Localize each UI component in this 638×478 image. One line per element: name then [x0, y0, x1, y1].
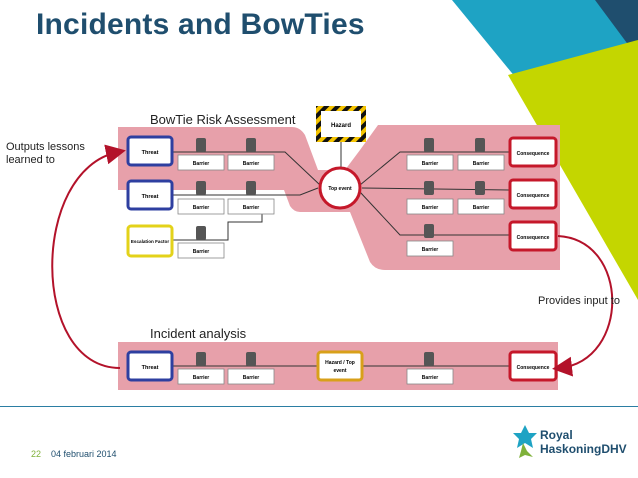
bowtie-lines — [172, 151, 511, 241]
input-arrow — [552, 235, 614, 377]
consequence-label: Consequence — [517, 235, 550, 241]
barrier-box — [406, 154, 454, 171]
barrier-box — [406, 368, 454, 385]
incident-heading: Incident analysis — [150, 326, 247, 341]
escalation-factor-box: Escalation Factor — [126, 224, 174, 258]
barrier-box — [227, 154, 275, 171]
barrier-mark — [246, 138, 256, 152]
outputs-lessons-text-2: learned to — [6, 154, 55, 166]
logo-text-company: HaskoningDHV — [540, 442, 627, 456]
logo-mark-icon — [513, 425, 537, 458]
threat-box-2: Threat — [126, 179, 174, 211]
barrier-label: Barrier — [243, 161, 259, 167]
barrier-label: Barrier — [243, 375, 259, 381]
barrier-box — [406, 240, 454, 257]
barrier-box — [227, 198, 275, 215]
barrier-mark — [424, 138, 434, 152]
barrier-label: Barrier — [193, 205, 209, 211]
top-event-circle: Top event — [318, 166, 362, 210]
barrier-label: Barrier — [422, 247, 438, 253]
barrier-label: Barrier — [422, 205, 438, 211]
barrier-mark — [475, 138, 485, 152]
barrier-label: Barrier — [193, 249, 209, 255]
consequence-box-1: Consequence — [508, 136, 558, 168]
incident-hazard-top-label-1: Hazard / Top — [325, 360, 355, 366]
company-logo: Royal HaskoningDHV — [511, 419, 631, 465]
barrier-box — [457, 198, 505, 215]
incident-consequence-box: Consequence — [508, 350, 558, 382]
incident-threat-label: Threat — [142, 365, 159, 371]
barrier-mark — [196, 352, 206, 366]
threat-label-2: Threat — [142, 194, 159, 200]
footer-divider — [0, 406, 638, 407]
consequence-label: Consequence — [517, 193, 550, 199]
barriers-left: Barrier Barrier Barrier Barrier Barrier — [177, 138, 275, 259]
barrier-mark — [424, 224, 434, 238]
hazard-label: Hazard — [331, 123, 351, 129]
slide-date: 04 februari 2014 — [51, 449, 117, 459]
consequence-label: Consequence — [517, 151, 550, 157]
barrier-label: Barrier — [193, 375, 209, 381]
lessons-arrow — [51, 144, 126, 369]
barrier-mark — [196, 181, 206, 195]
outputs-lessons-text-1: Outputs lessons — [6, 141, 85, 153]
barrier-mark — [475, 181, 485, 195]
barrier-mark — [196, 138, 206, 152]
barrier-mark — [246, 352, 256, 366]
incident-hazard-top-box: Hazard / Top event — [316, 350, 364, 382]
threat-box-1: Threat — [126, 135, 174, 167]
barrier-mark — [424, 352, 434, 366]
threat-label-1: Threat — [142, 150, 159, 156]
slide-title: Incidents and BowTies — [36, 8, 365, 41]
corner-lime-triangle — [508, 40, 638, 300]
barrier-mark — [196, 226, 206, 240]
page-number: 22 — [31, 449, 42, 459]
barrier-label: Barrier — [243, 205, 259, 211]
consequence-box-3: Consequence — [508, 220, 558, 252]
barrier-label: Barrier — [422, 375, 438, 381]
barrier-label: Barrier — [473, 205, 489, 211]
logo-text-royal: Royal — [540, 428, 573, 442]
barrier-label: Barrier — [193, 161, 209, 167]
barriers-right: Barrier Barrier Barrier Barrier Barrier — [406, 138, 505, 257]
barrier-box — [177, 242, 225, 259]
barrier-label: Barrier — [473, 161, 489, 167]
barrier-box — [457, 154, 505, 171]
incident-consequence-label: Consequence — [517, 365, 550, 371]
barrier-mark — [424, 181, 434, 195]
bowtie-heading: BowTie Risk Assessment — [150, 112, 296, 127]
barrier-box — [177, 368, 225, 385]
barrier-box — [406, 198, 454, 215]
top-event-label: Top event — [328, 186, 352, 192]
barrier-label: Barrier — [422, 161, 438, 167]
consequence-box-2: Consequence — [508, 178, 558, 210]
barrier-box — [227, 368, 275, 385]
incident-barriers: Barrier Barrier Barrier — [177, 352, 454, 385]
barrier-box — [177, 154, 225, 171]
provides-input-text: Provides input to — [538, 295, 620, 307]
hazard-box: Hazard — [316, 106, 366, 170]
barrier-box — [177, 198, 225, 215]
incident-threat-box: Threat — [126, 350, 174, 382]
escalation-factor-label: Escalation Factor — [131, 239, 170, 244]
barrier-mark — [246, 181, 256, 195]
incident-hazard-top-label-2: event — [333, 368, 346, 374]
